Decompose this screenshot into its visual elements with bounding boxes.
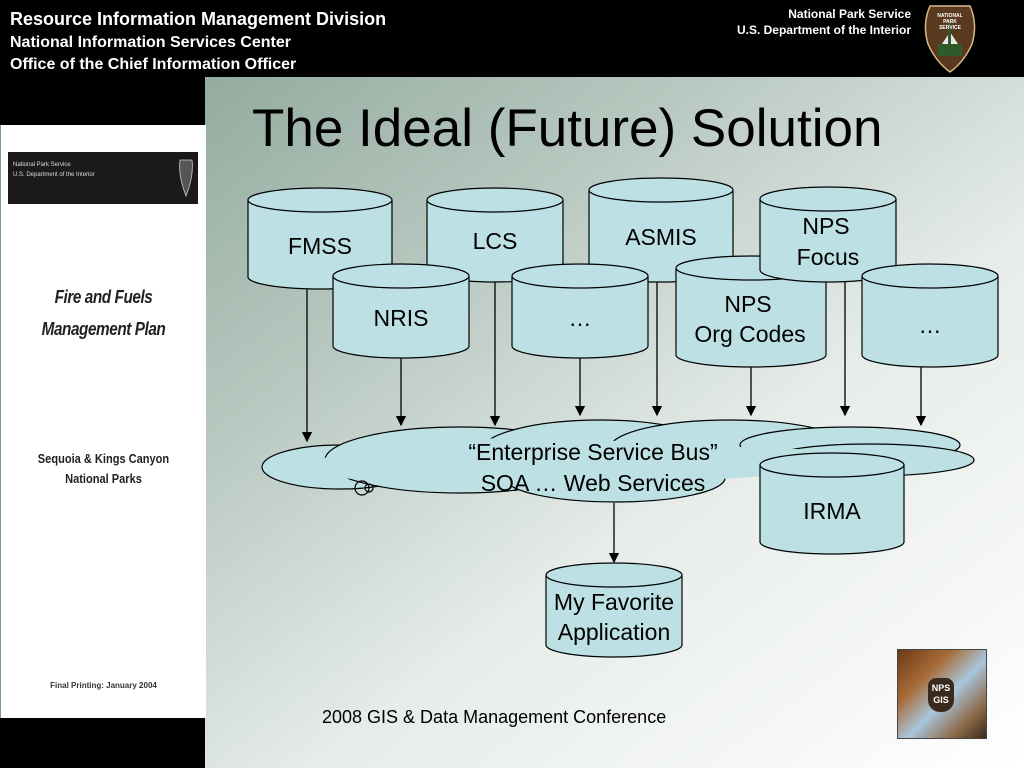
cover-printing-date: Final Printing: January 2004	[50, 681, 157, 690]
application-label-1: My Favorite	[554, 589, 674, 615]
database-nps-focus: NPS Focus	[759, 186, 897, 283]
database-nps-org-label-1: NPS	[724, 291, 771, 317]
nps-gis-badge-line2: GIS	[933, 695, 949, 705]
database-nris-label: NRIS	[374, 305, 429, 331]
svg-text:SERVICE: SERVICE	[939, 25, 962, 31]
bus-label-line1: “Enterprise Service Bus”	[468, 439, 717, 465]
svg-text:NATIONAL: NATIONAL	[937, 13, 962, 19]
database-ellipsis-2-label: …	[919, 312, 942, 338]
cover-park-line2: National Parks	[65, 471, 142, 486]
division-name: Resource Information Management Division	[10, 9, 387, 29]
cover-title-line2: Management Plan	[41, 319, 166, 339]
database-lcs-label: LCS	[473, 228, 518, 254]
database-irma-label: IRMA	[803, 498, 861, 524]
database-fmss-label: FMSS	[288, 233, 352, 259]
document-cover-image: National Park Service U.S. Department of…	[0, 125, 206, 718]
office-name: Office of the Chief Information Officer	[10, 56, 297, 73]
database-asmis: ASMIS	[588, 177, 734, 283]
nps-gis-badge-line1: NPS	[931, 683, 951, 693]
connector-arrows	[301, 280, 927, 564]
database-nps-org-label-2: Org Codes	[694, 321, 805, 347]
sidebar-top-strip	[0, 77, 205, 125]
cover-agency: National Park Service	[13, 162, 71, 168]
nps-arrowhead-logo: NATIONAL PARK SERVICE	[924, 5, 976, 73]
nps-gis-logo: NPS GIS	[897, 649, 987, 739]
cover-department: U.S. Department of the Interior	[13, 172, 95, 178]
database-nris: NRIS	[332, 263, 470, 359]
nps-gis-badge: NPS GIS	[928, 678, 954, 712]
database-nps-focus-label-1: NPS	[802, 213, 849, 239]
database-my-favorite-application: My Favorite Application	[545, 562, 683, 658]
department-name: U.S. Department of the Interior	[736, 23, 911, 37]
application-label-2: Application	[558, 619, 671, 645]
svg-text:PARK: PARK	[943, 19, 957, 25]
database-irma: IRMA	[759, 452, 905, 555]
database-asmis-label: ASMIS	[625, 224, 697, 250]
bus-label-line2: SOA … Web Services	[481, 470, 706, 496]
center-name: National Information Services Center	[10, 34, 291, 51]
conference-footer: 2008 GIS & Data Management Conference	[322, 707, 667, 727]
header-bar: Resource Information Management Division…	[0, 0, 1024, 77]
database-ellipsis-2: …	[861, 263, 999, 368]
database-ellipsis-1: …	[511, 263, 649, 359]
cover-park-line1: Sequoia & Kings Canyon	[37, 451, 170, 466]
slide-title: The Ideal (Future) Solution	[252, 99, 883, 158]
cover-arrowhead-icon	[179, 159, 193, 198]
sidebar-bottom-strip	[0, 718, 205, 768]
database-nps-focus-label-2: Focus	[797, 244, 860, 270]
database-ellipsis-1-label: …	[569, 305, 592, 331]
agency-name: National Park Service	[788, 7, 911, 21]
cover-header-band: National Park Service U.S. Department of…	[8, 152, 198, 204]
cover-title-line1: Fire and Fuels	[54, 287, 153, 307]
